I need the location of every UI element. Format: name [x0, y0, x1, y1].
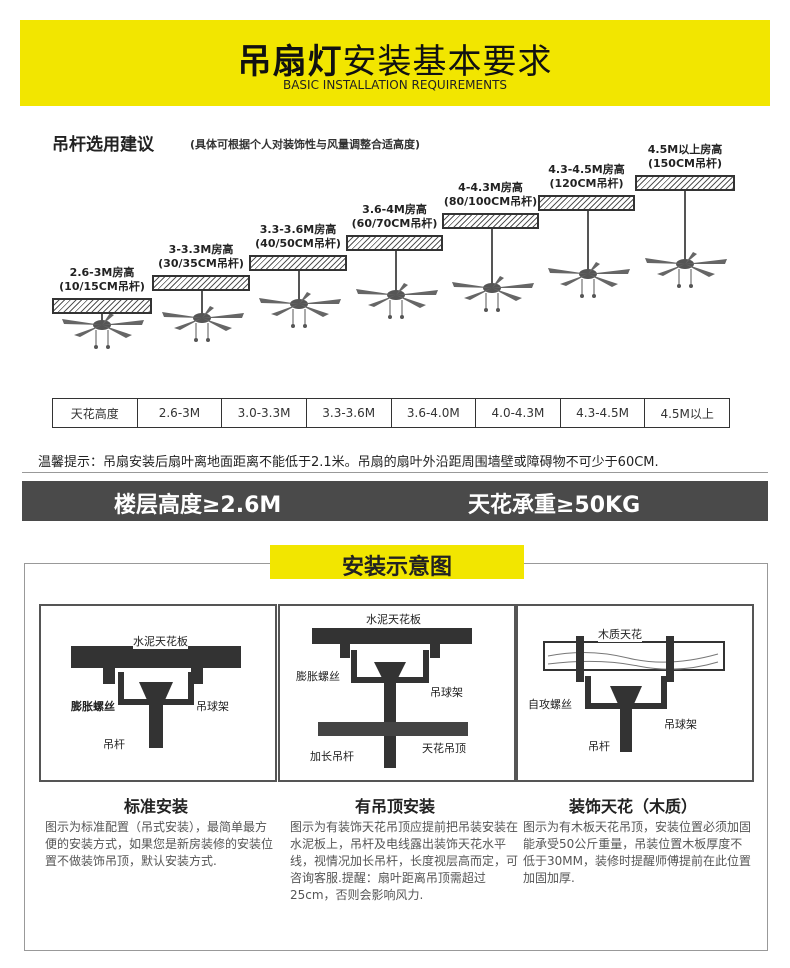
label-ceiling: 木质天花 [598, 626, 642, 642]
step-rod: (10/15CM吊杆) [59, 280, 145, 293]
ceiling-beam [52, 298, 152, 314]
step-rod: (60/70CM吊杆) [351, 217, 438, 230]
label-bolt: 膨胀螺丝 [71, 698, 115, 714]
step-height: 4.3-4.5M房高 [548, 163, 625, 176]
ceiling-fan-icon [548, 211, 630, 298]
label-rod: 吊杆 [588, 738, 610, 754]
panel-standard-desc: 图示为标准配置（吊式安装），最简单最方便的安装方式，如果您是新房装修的安装位置不… [45, 820, 274, 868]
step-label: 4-4.3M房高(80/100CM吊杆) [442, 181, 539, 209]
step-rod: (30/35CM吊杆) [158, 257, 244, 270]
label-bolt: 膨胀螺丝 [296, 668, 340, 684]
ceiling-fan-icon [62, 314, 144, 349]
panel-wood-ceiling-title: 装饰天花（木质） [568, 797, 697, 816]
step-height: 3.3-3.6M房高 [259, 223, 337, 236]
ceiling-beam [538, 195, 635, 211]
title-rest: 安装基本要求 [342, 42, 553, 82]
step-label: 4.3-4.5M房高(120CM吊杆) [538, 163, 635, 191]
ceiling-fan-icon [645, 191, 727, 288]
table-cell: 3.0-3.3M [222, 399, 307, 427]
table-cell: 2.6-3M [138, 399, 223, 427]
diagram-title-bg [270, 545, 524, 579]
step-rod: (150CM吊杆) [647, 157, 723, 170]
table-cell: 3.6-4.0M [392, 399, 477, 427]
label-screw: 自攻螺丝 [528, 696, 572, 712]
height-table: 天花高度 2.6-3M 3.0-3.3M 3.3-3.6M 3.6-4.0M 4… [52, 398, 730, 428]
step-label: 4.5M以上房高(150CM吊杆) [635, 143, 735, 171]
label-ceiling: 水泥天花板 [133, 633, 188, 649]
ceiling-fan-icon [356, 251, 438, 319]
step-height: 3.6-4M房高 [362, 203, 427, 216]
ceiling-fan-icon [452, 229, 534, 312]
false-ceiling-drawing [312, 628, 472, 768]
panel-false-ceiling: 水泥天花板 膨胀螺丝 吊球架 加长吊杆 天花吊顶 [278, 604, 516, 782]
table-header-cell: 天花高度 [53, 399, 138, 427]
ceiling-load-spec: 天花承重≥50KG [468, 493, 641, 518]
panel-wood-ceiling: 木质天花 自攻螺丝 吊球架 吊杆 [516, 604, 754, 782]
ceiling-beam [249, 255, 347, 271]
panel-false-ceiling-title: 有吊顶安装 [354, 797, 435, 816]
ceiling-beam [442, 213, 539, 229]
panel-false-ceiling-desc: 图示为有装饰天花吊顶应提前把吊装安装在水泥板上，吊杆及电线露出装饰天花水平线，视… [290, 820, 519, 902]
page-subtitle: BASIC INSTALLATION REQUIREMENTS [282, 78, 508, 92]
rod-section-note: (具体可根据个人对装饰性与风量调整合适高度) [190, 138, 421, 151]
panel-standard-title: 标准安装 [123, 797, 188, 816]
step-label: 3.3-3.6M房高(40/50CM吊杆) [249, 223, 347, 251]
step-height: 4.5M以上房高 [647, 143, 723, 156]
label-bracket: 吊球架 [664, 716, 697, 732]
floor-height-spec: 楼层高度≥2.6M [114, 493, 282, 518]
table-cell: 4.0-4.3M [476, 399, 561, 427]
standard-install-drawing [71, 646, 241, 748]
table-cell: 4.3-4.5M [561, 399, 646, 427]
warm-tip: 温馨提示：吊扇安装后扇叶离地面距离不能低于2.1米。吊扇的扇叶外沿距周围墙壁或障… [38, 455, 659, 470]
step-height: 2.6-3M房高 [69, 266, 135, 279]
wood-ceiling-drawing [543, 636, 725, 752]
step-label: 2.6-3M房高(10/15CM吊杆) [52, 266, 152, 294]
diagram-title: 安装示意图 [341, 555, 452, 580]
label-rod: 加长吊杆 [310, 748, 354, 764]
rod-section-title: 吊杆选用建议 [52, 135, 154, 155]
divider [22, 472, 768, 473]
ceiling-beam [152, 275, 250, 291]
ceiling-fan-icon [162, 291, 244, 342]
step-label: 3-3.3M房高(30/35CM吊杆) [152, 243, 250, 271]
step-rod: (120CM吊杆) [549, 177, 624, 190]
panel-wood-ceiling-desc: 图示为有木板天花吊顶，安装位置必须加固能承受50公斤重量，吊装位置木板厚度不低于… [523, 820, 752, 885]
step-rod: (80/100CM吊杆) [443, 195, 538, 208]
table-cell: 4.5M以上 [660, 406, 714, 421]
label-false-ceiling: 天花吊顶 [422, 740, 466, 756]
step-rod: (40/50CM吊杆) [255, 237, 341, 250]
panel-standard: 水泥天花板 膨胀螺丝 吊球架 吊杆 [39, 604, 277, 782]
label-ceiling: 水泥天花板 [366, 611, 421, 627]
ceiling-fan-icon [259, 271, 341, 328]
step-label: 3.6-4M房高(60/70CM吊杆) [346, 203, 443, 231]
table-cell: 3.3-3.6M [307, 399, 392, 427]
spec-bar: 楼层高度≥2.6M 天花承重≥50KG [22, 481, 768, 521]
page-title: 吊扇灯安装基本要求 [20, 34, 770, 83]
title-bold: 吊扇灯 [237, 42, 343, 82]
header-banner: 吊扇灯安装基本要求 BASIC INSTALLATION REQUIREMENT… [20, 20, 770, 106]
label-bracket: 吊球架 [430, 684, 463, 700]
step-height: 4-4.3M房高 [458, 181, 523, 194]
label-bracket: 吊球架 [196, 698, 229, 714]
step-height: 3-3.3M房高 [168, 243, 234, 256]
ceiling-beam [346, 235, 443, 251]
ceiling-beam [635, 175, 735, 191]
label-rod: 吊杆 [103, 736, 125, 752]
